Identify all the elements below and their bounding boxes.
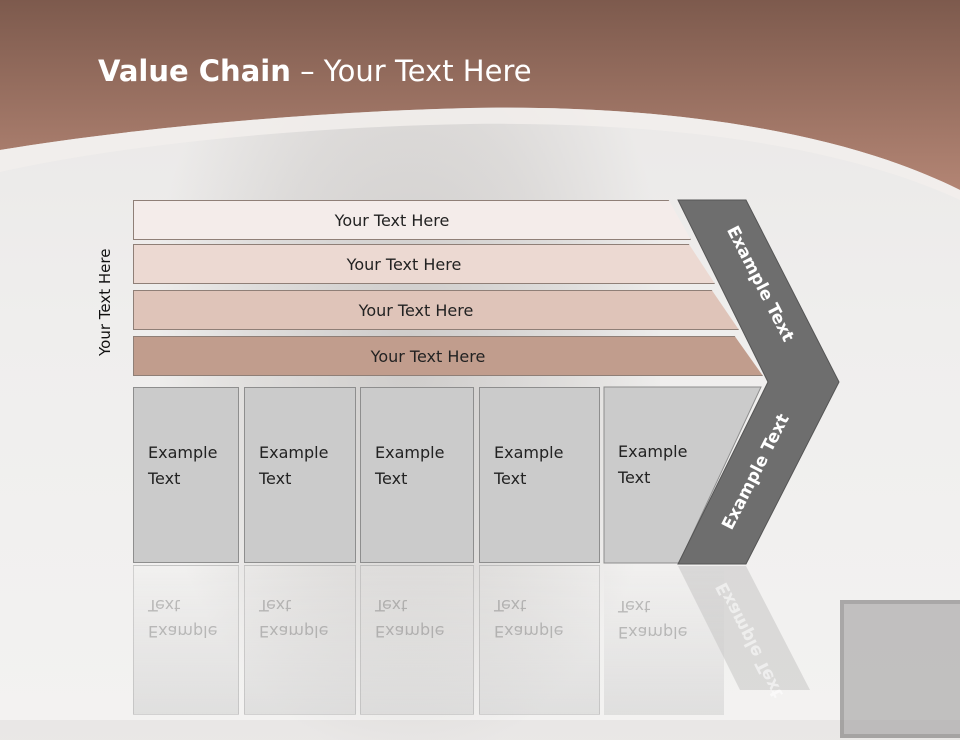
value-bar-2: Your Text Here xyxy=(133,244,715,284)
box-text-1a: Example xyxy=(148,443,218,462)
header-band xyxy=(0,0,960,200)
box-text-5b: Text xyxy=(618,468,651,487)
box-text-5a: Example xyxy=(618,442,688,461)
title-rest: – Your Text Here xyxy=(290,54,532,88)
margin-chevron xyxy=(677,199,840,565)
page-title: Value Chain – Your Text Here xyxy=(98,54,532,88)
value-bar-4: Your Text Here xyxy=(133,336,763,376)
value-bar-1: Your Text Here xyxy=(133,200,691,240)
title-bold: Value Chain xyxy=(98,54,291,88)
value-bar-3: Your Text Here xyxy=(133,290,739,330)
box-text-4a: Example xyxy=(494,443,564,462)
background-laptop xyxy=(840,600,960,738)
reflection-chevron xyxy=(678,566,810,690)
chevron-layer xyxy=(603,199,840,690)
box-text-2b: Text xyxy=(259,469,292,488)
box-text-3b: Text xyxy=(375,469,408,488)
box-text-4b: Text xyxy=(494,469,527,488)
box-text-3a: Example xyxy=(375,443,445,462)
box-text-1b: Text xyxy=(148,469,181,488)
box-text-2a: Example xyxy=(259,443,329,462)
